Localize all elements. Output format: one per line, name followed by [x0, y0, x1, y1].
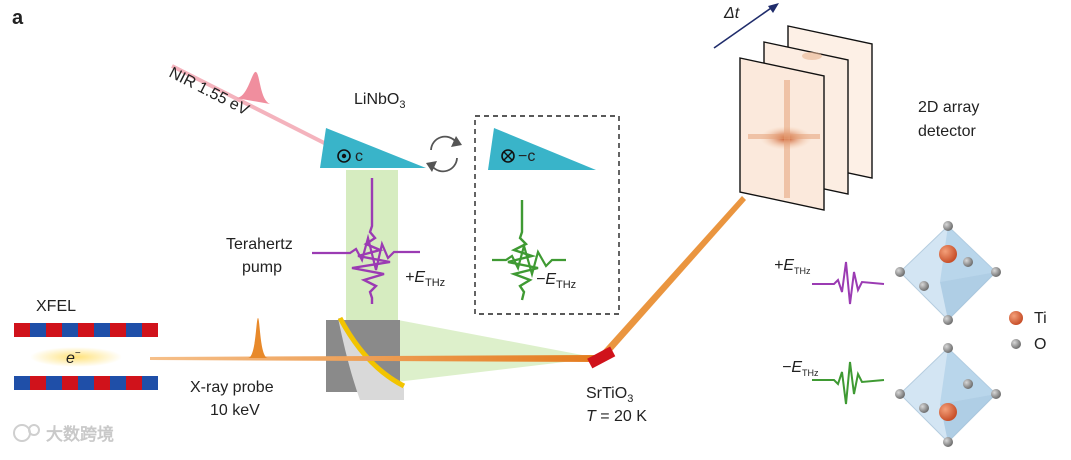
minus-thz-waveform-vertical	[507, 200, 539, 301]
electron-label: e−	[66, 348, 81, 367]
o-label: O	[1034, 336, 1046, 353]
detector-label-line2: detector	[918, 123, 976, 140]
plus-thz-waveform-vertical	[351, 178, 391, 304]
small-minus-waveform	[812, 361, 885, 405]
minus-field-label: −ETHz	[536, 271, 576, 291]
temperature-label: T = 20 K	[586, 408, 647, 425]
plus-thz-waveform-horizontal	[312, 233, 420, 271]
pump-label-line2: pump	[242, 259, 282, 276]
atom-legend	[1009, 311, 1023, 349]
inverted-crystal-box	[474, 115, 620, 315]
watermark-logo-icon	[13, 424, 40, 442]
small-plus-waveform	[812, 261, 885, 305]
detector-frames	[739, 25, 873, 211]
crystal-label: LiNbO3	[354, 91, 405, 111]
linbo3-crystal-minus	[488, 128, 596, 170]
electron-bunch	[30, 347, 122, 367]
cross-in-circle-icon	[501, 149, 515, 163]
undulator-top	[14, 323, 158, 337]
minus-thz-waveform-horizontal	[492, 241, 566, 279]
undulator-bottom	[14, 376, 158, 390]
delay-label: Δt	[723, 5, 740, 22]
xray-probe-beam	[150, 355, 598, 362]
linbo3-crystal-plus	[320, 128, 426, 168]
probe-label-line1: X-ray probe	[190, 379, 274, 396]
dot-in-circle-icon	[337, 149, 351, 163]
small-plus-field-label: +ETHz	[774, 257, 811, 276]
small-minus-field-label: −ETHz	[782, 359, 819, 378]
nir-label: NIR 1.55 eV	[166, 64, 252, 119]
ti-label: Ti	[1034, 310, 1047, 327]
rotate-arrows-icon	[426, 135, 462, 173]
diffracted-beam	[598, 196, 746, 360]
thz-focus-cone	[346, 320, 598, 388]
srtio3-sample	[587, 346, 616, 369]
axis-plus-label: c	[355, 148, 363, 165]
sample-label: SrTiO3	[586, 385, 633, 405]
axis-minus-label: −c	[518, 148, 535, 165]
detector-label-line1: 2D array	[918, 99, 979, 116]
nir-pump-beam	[171, 64, 347, 156]
panel-label: a	[12, 7, 24, 29]
plus-field-label: +ETHz	[405, 269, 445, 289]
xray-pulse	[248, 318, 268, 358]
octahedron-minus	[895, 343, 1001, 447]
octahedron-plus	[895, 221, 1001, 325]
pump-label-line1: Terahertz	[226, 236, 293, 253]
watermark-text: 大数跨境	[46, 424, 114, 444]
time-delay-arrow	[713, 3, 779, 49]
xfel-label: XFEL	[36, 298, 76, 315]
probe-label-line2: 10 keV	[210, 402, 260, 419]
